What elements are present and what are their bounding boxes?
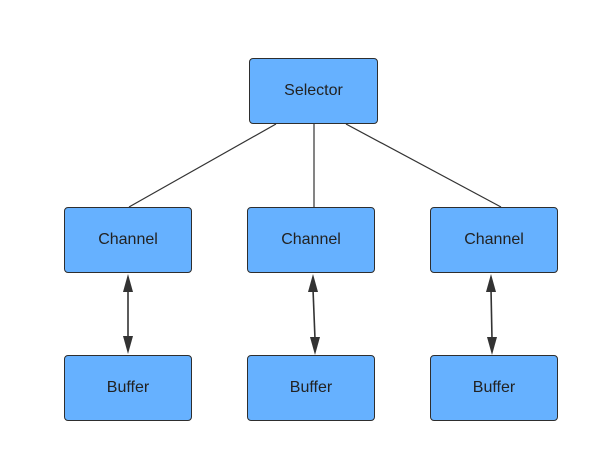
buffer-label: Buffer xyxy=(106,379,150,396)
edge-selector-channel-3 xyxy=(345,123,502,208)
channel-label: Channel xyxy=(281,231,341,248)
arrow-channel-2-buffer-2 xyxy=(308,274,320,355)
arrow-channel-1-buffer-1 xyxy=(123,274,133,354)
channel-label: Channel xyxy=(464,231,524,248)
arrowhead-up xyxy=(486,274,496,292)
buffer-label: Buffer xyxy=(472,379,516,396)
arrowhead-down xyxy=(487,337,497,355)
arrowhead-down xyxy=(310,337,320,355)
arrow-channel-3-buffer-3 xyxy=(486,274,497,355)
channel-node-2: Channel xyxy=(247,207,375,273)
edge-selector-channel-1 xyxy=(128,123,277,208)
selector-label: Selector xyxy=(284,82,343,99)
buffer-node-3: Buffer xyxy=(430,355,558,421)
channel-node-1: Channel xyxy=(64,207,192,273)
buffer-node-1: Buffer xyxy=(64,355,192,421)
buffer-node-2: Buffer xyxy=(247,355,375,421)
selector-node: Selector xyxy=(249,58,378,124)
arrowhead-up xyxy=(308,274,318,292)
channel-label: Channel xyxy=(98,231,158,248)
buffer-label: Buffer xyxy=(289,379,333,396)
arrowhead-up xyxy=(123,274,133,292)
channel-node-3: Channel xyxy=(430,207,558,273)
arrowhead-down xyxy=(123,336,133,354)
